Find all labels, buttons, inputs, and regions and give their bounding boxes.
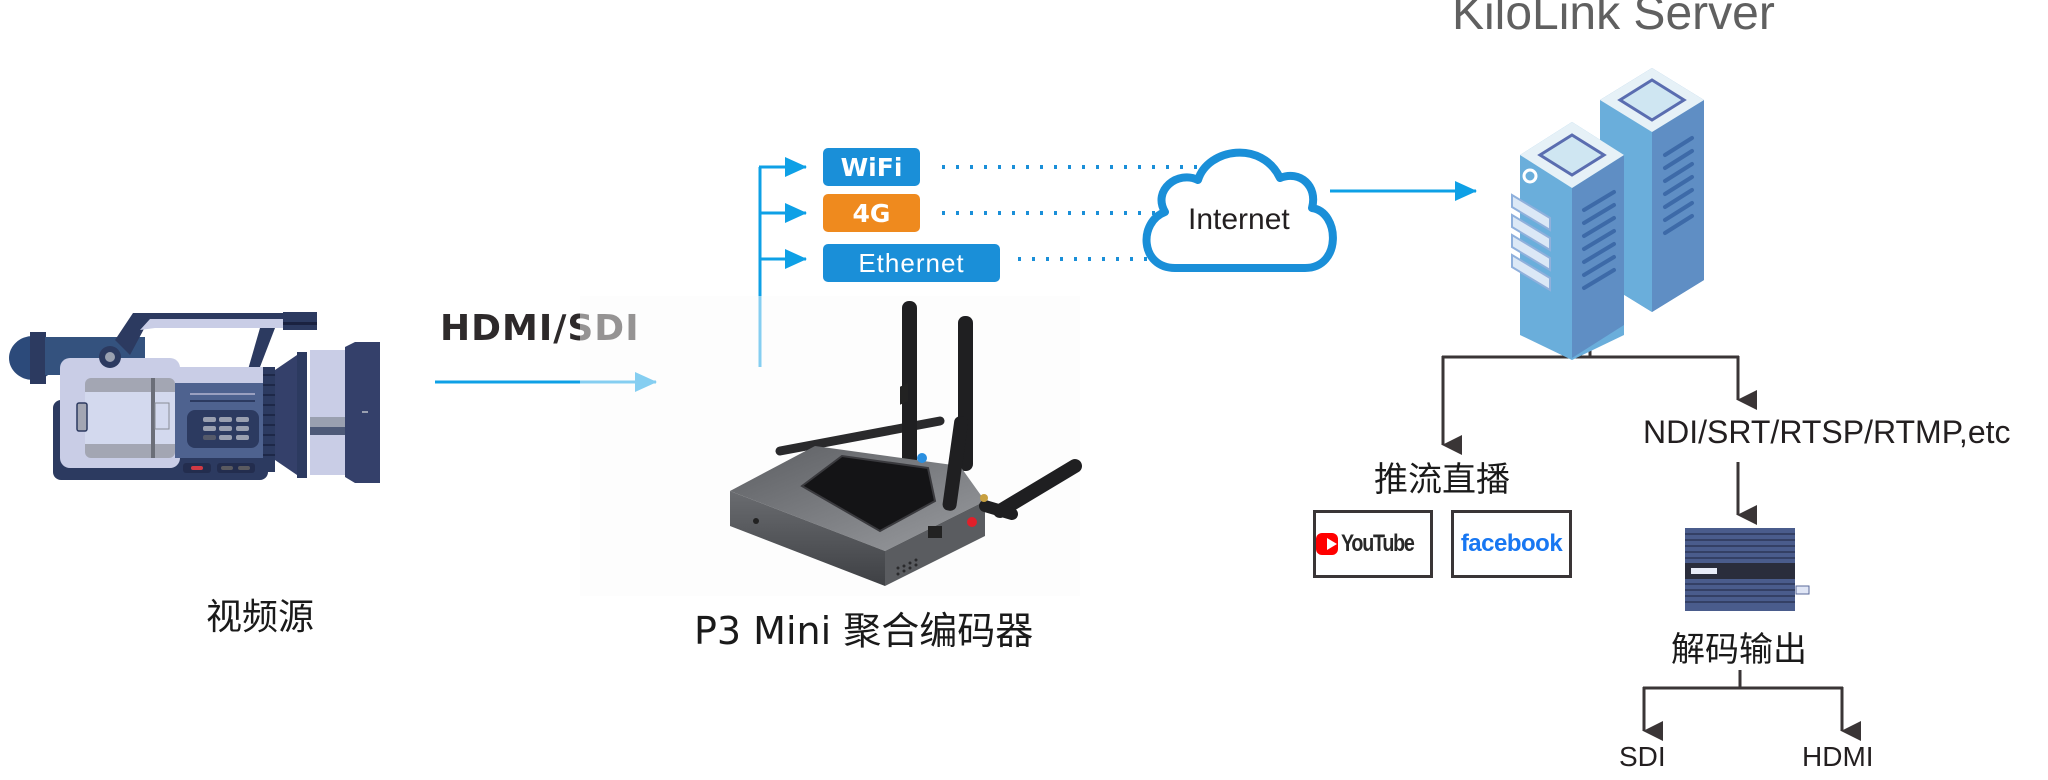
streaming-label: 推流直播 — [1374, 460, 1510, 500]
server-icon — [1480, 60, 1740, 360]
video-camera-icon — [5, 295, 385, 483]
page-title: KiloLink Server — [1452, 0, 1775, 40]
network-label-wifi: WiFi — [840, 152, 903, 182]
source-label: 视频源 — [206, 597, 315, 638]
cloud-icon — [1142, 148, 1337, 272]
encoder-device-icon — [580, 296, 1082, 596]
cloud-label: Internet — [1188, 203, 1290, 236]
output-sdi-label: SDI — [1619, 741, 1666, 772]
network-box-4g: 4G — [823, 194, 920, 232]
network-box-wifi: WiFi — [823, 148, 920, 186]
network-label-4g: 4G — [852, 198, 891, 228]
platform-youtube: YouTube — [1313, 510, 1433, 578]
youtube-wordmark: YouTube — [1341, 530, 1415, 557]
decoder-device-icon — [1685, 528, 1810, 612]
network-box-ethernet: Ethernet — [823, 244, 1000, 282]
decoder-output-tree — [1642, 670, 1861, 741]
output-hdmi-label: HDMI — [1802, 741, 1874, 772]
platform-facebook: facebook — [1451, 510, 1572, 578]
network-label-ethernet: Ethernet — [858, 247, 965, 278]
encoder-label: P3 Mini 聚合编码器 — [694, 609, 1034, 653]
protocols-label: NDI/SRT/RTSP/RTMP,etc — [1643, 414, 2011, 450]
decoder-label: 解码输出 — [1671, 630, 1807, 670]
facebook-icon: facebook — [1460, 530, 1563, 557]
youtube-icon — [1316, 533, 1339, 555]
